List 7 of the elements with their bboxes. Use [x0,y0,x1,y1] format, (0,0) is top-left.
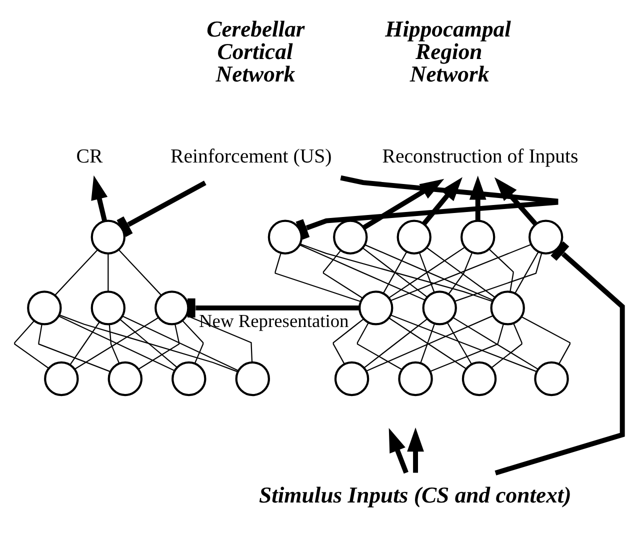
label: Cerebellar Cortical Network [206,16,304,87]
node-text: CR [76,145,102,168]
label: Hippocampal Region Network [384,16,510,87]
node-text: Reconstruction of Inputs [382,145,578,168]
node-text: Stimulus Inputs (CS and context) [258,482,571,508]
node-text: Reinforcement (US) [170,145,332,168]
edge-label: New Representation [198,310,348,331]
